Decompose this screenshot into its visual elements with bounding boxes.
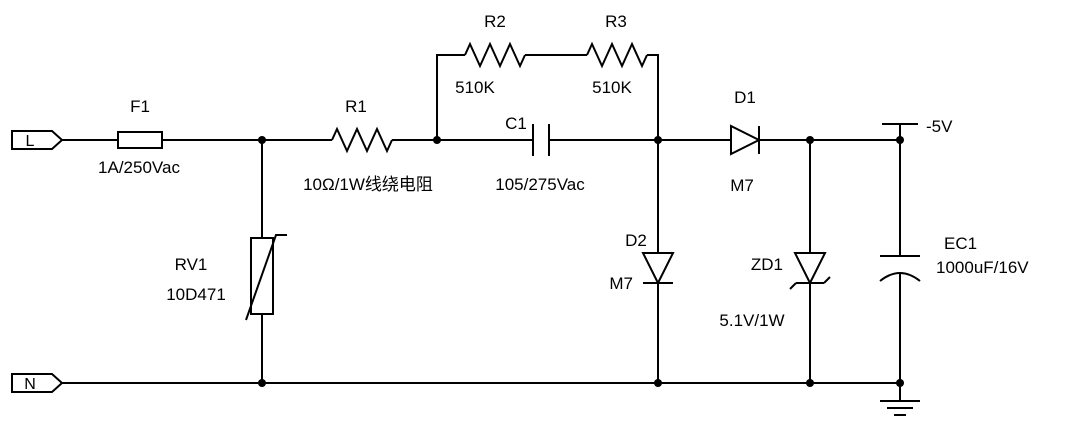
diode-d2: D2 M7: [609, 231, 675, 293]
zener-zd1-ref: ZD1: [751, 255, 783, 274]
zener-zd1: ZD1 5.1V/1W: [719, 252, 831, 330]
resistor-r1-zigzag: [331, 126, 393, 154]
junction-dot: [654, 379, 662, 387]
diode-d2-value: M7: [609, 274, 633, 293]
fuse-f1: F1 1A/250Vac: [98, 97, 180, 177]
resistor-r2-value: 510K: [455, 78, 495, 97]
diode-d1-triangle: [730, 124, 762, 156]
resistor-r3: R3 510K: [586, 12, 648, 97]
junction-dot: [896, 379, 904, 387]
capacitor-c1: C1 105/275Vac: [495, 114, 585, 194]
terminal-n-tag: [11, 373, 64, 393]
resistor-r1: R1 10Ω/1W线绕电阻: [303, 97, 433, 194]
terminal-l-tag: [11, 130, 64, 150]
junction-dot: [896, 136, 904, 144]
resistor-r2-ref: R2: [484, 12, 506, 31]
varistor-rv1-ref: RV1: [175, 255, 208, 274]
resistor-r3-ref: R3: [605, 12, 627, 31]
resistor-r3-value: 510K: [592, 78, 632, 97]
junction-dot: [433, 136, 441, 144]
junction-dot: [258, 136, 266, 144]
capacitor-ec1: EC1 1000uF/16V: [879, 234, 1029, 282]
zener-zd1-cathode-bar: [789, 276, 831, 290]
output-neg5v-label: -5V: [926, 117, 953, 136]
diode-d1-ref: D1: [734, 88, 756, 107]
terminal-n: N: [11, 373, 64, 393]
terminal-n-label: N: [24, 376, 36, 393]
resistor-r2-zigzag: [464, 41, 526, 69]
diode-d1: D1 M7: [730, 88, 762, 195]
varistor-rv1: RV1 10D471: [166, 234, 287, 321]
terminal-l: L: [11, 130, 64, 150]
wires: [62, 54, 901, 384]
capacitor-c1-value: 105/275Vac: [495, 175, 585, 194]
ground-symbol-lines: [880, 383, 920, 416]
terminal-l-label: L: [26, 133, 35, 150]
diode-d2-ref: D2: [625, 231, 647, 250]
diode-d1-value: M7: [730, 176, 754, 195]
resistor-r2: R2 510K: [455, 12, 526, 97]
varistor-rv1-stroke: [245, 234, 287, 321]
fuse-f1-value: 1A/250Vac: [98, 158, 180, 177]
resistor-r3-zigzag: [586, 41, 648, 69]
capacitor-ec1-ref: EC1: [944, 234, 977, 253]
fuse-body: [117, 131, 163, 149]
resistor-r1-value: 10Ω/1W线绕电阻: [303, 175, 433, 194]
capacitor-c1-plates: [532, 124, 550, 156]
junction-dot: [654, 136, 662, 144]
diode-d2-triangle: [641, 252, 675, 286]
parallel-branch-wire: [436, 54, 659, 140]
capacitor-c1-ref: C1: [505, 114, 527, 133]
zener-zd1-value: 5.1V/1W: [719, 311, 784, 330]
ground-symbol: [880, 383, 920, 416]
junction-dots: [258, 136, 904, 387]
junction-dot: [806, 136, 814, 144]
zener-zd1-triangle: [793, 252, 827, 286]
capacitor-ec1-value: 1000uF/16V: [936, 258, 1029, 277]
resistor-r1-ref: R1: [345, 97, 367, 116]
capacitor-ec1-curved-plate: [879, 272, 921, 282]
output-neg5v: -5V: [882, 117, 953, 136]
fuse-f1-ref: F1: [130, 97, 150, 116]
junction-dot: [258, 379, 266, 387]
varistor-rv1-value: 10D471: [166, 285, 226, 304]
junction-dot: [806, 379, 814, 387]
